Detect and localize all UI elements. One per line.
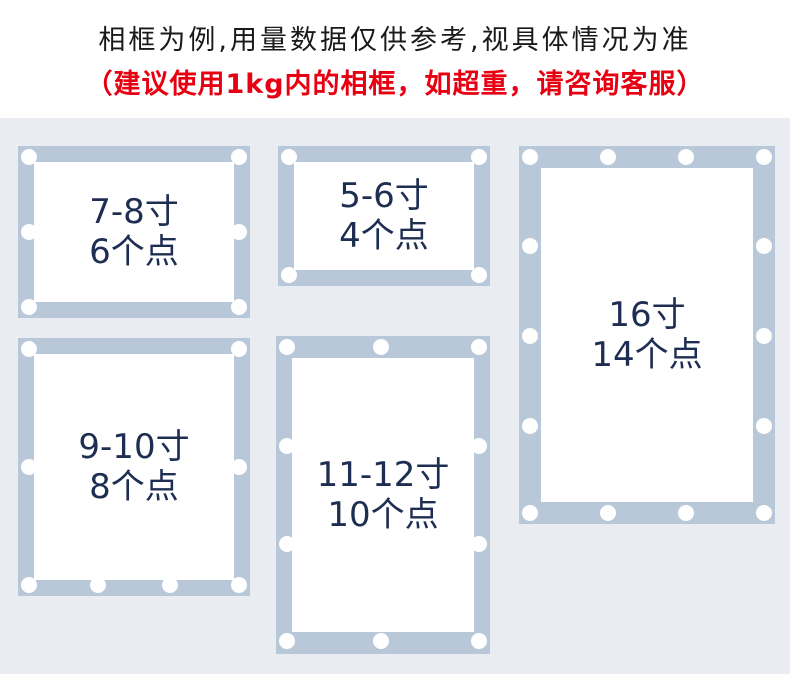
frame-size: 16寸 — [608, 295, 686, 335]
hook-dot — [279, 633, 295, 649]
hook-dot — [231, 459, 247, 475]
page-title: 相框为例,用量数据仅供参考,视具体情况为准 — [98, 25, 692, 56]
weight-notice: （建议使用1kg内的相框，如超重，请咨询客服） — [85, 69, 705, 100]
frame-7-8-label: 7-8寸 6个点 — [34, 162, 234, 302]
hook-dot — [90, 577, 106, 593]
hook-dot — [522, 505, 538, 521]
hook-dot — [281, 267, 297, 283]
hook-dot — [756, 505, 772, 521]
frame-9-10: 9-10寸 8个点 — [18, 338, 250, 596]
hook-dot — [21, 149, 37, 165]
frame-5-6-label: 5-6寸 4个点 — [294, 162, 474, 270]
frame-5-6: 5-6寸 4个点 — [278, 146, 490, 286]
hook-dot — [21, 224, 37, 240]
frame-11-12-label: 11-12寸 10个点 — [292, 358, 474, 632]
hook-dot — [471, 536, 487, 552]
frame-points: 10个点 — [327, 495, 439, 535]
hook-dot — [756, 418, 772, 434]
frame-11-12: 11-12寸 10个点 — [276, 336, 490, 654]
hook-dot — [231, 341, 247, 357]
frame-size: 11-12寸 — [316, 455, 450, 495]
hook-dot — [231, 224, 247, 240]
hook-dot — [678, 149, 694, 165]
hook-dot — [21, 577, 37, 593]
hook-dot — [471, 633, 487, 649]
hook-dot — [21, 299, 37, 315]
hook-dot — [373, 339, 389, 355]
frame-points: 4个点 — [339, 216, 429, 256]
frame-size: 7-8寸 — [89, 192, 179, 232]
header: 相框为例,用量数据仅供参考,视具体情况为准 （建议使用1kg内的相框，如超重，请… — [0, 0, 790, 118]
hook-dot — [21, 341, 37, 357]
frame-7-8: 7-8寸 6个点 — [18, 146, 250, 318]
hook-dot — [522, 238, 538, 254]
hook-dot — [600, 149, 616, 165]
hook-dot — [279, 438, 295, 454]
frames-board: 7-8寸 6个点 5-6寸 4个点 16寸 14个点 — [0, 118, 790, 674]
hook-dot — [162, 577, 178, 593]
hook-dot — [471, 267, 487, 283]
hook-dot — [522, 328, 538, 344]
frame-size: 9-10寸 — [78, 427, 190, 467]
hook-dot — [471, 339, 487, 355]
hook-dot — [471, 438, 487, 454]
hook-dot — [756, 238, 772, 254]
hook-dot — [21, 459, 37, 475]
hook-dot — [600, 505, 616, 521]
hook-dot — [522, 149, 538, 165]
hook-dot — [231, 149, 247, 165]
hook-dot — [281, 149, 297, 165]
hook-dot — [231, 299, 247, 315]
hook-dot — [471, 149, 487, 165]
hook-dot — [279, 339, 295, 355]
hook-dot — [678, 505, 694, 521]
frame-size: 5-6寸 — [339, 176, 429, 216]
hook-dot — [756, 149, 772, 165]
hook-dot — [756, 328, 772, 344]
frame-16-label: 16寸 14个点 — [541, 168, 753, 502]
frame-points: 14个点 — [591, 335, 703, 375]
frame-9-10-label: 9-10寸 8个点 — [34, 354, 234, 580]
hook-dot — [279, 536, 295, 552]
frame-16: 16寸 14个点 — [519, 146, 775, 524]
frame-points: 6个点 — [89, 232, 179, 272]
hook-dot — [231, 577, 247, 593]
frame-points: 8个点 — [89, 467, 179, 507]
hook-dot — [373, 633, 389, 649]
hook-dot — [522, 418, 538, 434]
